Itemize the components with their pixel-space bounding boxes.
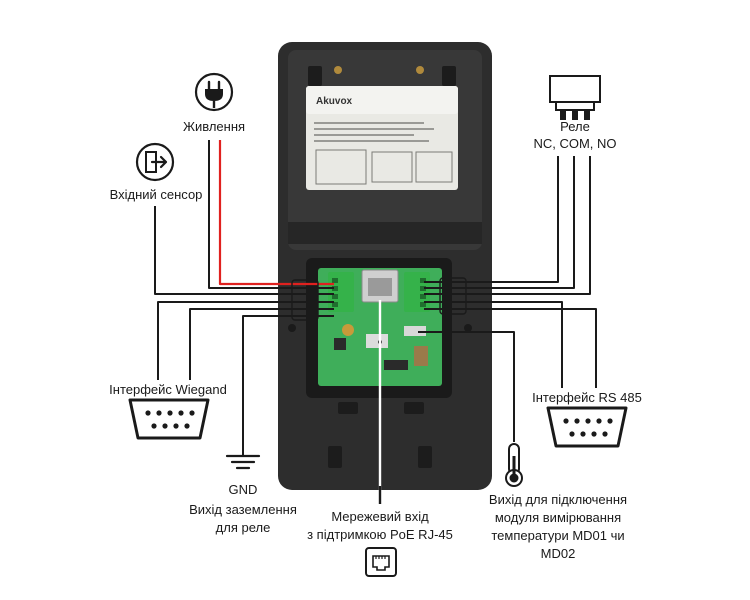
label-network-2: з підтримкою PoE RJ-45 <box>307 527 453 542</box>
wire-gnd <box>242 315 334 438</box>
label-input-sensor: Вхідний сенсор <box>109 187 203 202</box>
wire-rs485-2 <box>424 308 597 388</box>
label-temp-4: MD02 <box>540 546 576 561</box>
screw-right <box>416 66 424 74</box>
cable-clamps <box>291 277 467 321</box>
label-port-table-2 <box>415 151 453 183</box>
label-temp-2: модуля вимірювання <box>494 510 622 525</box>
label-temp-3: температури MD01 чи <box>491 528 625 543</box>
label-temp-1: Вихід для підключення <box>488 492 628 507</box>
wire-relay-com <box>424 156 575 289</box>
screw-hole-left <box>288 324 296 332</box>
wire-input-sensor <box>154 206 334 295</box>
terminal-block-left <box>328 272 354 312</box>
label-wiegand: Інтерфейс Wiegand <box>109 382 227 397</box>
label-port-table <box>371 151 413 183</box>
wire-power-red <box>218 140 334 286</box>
wire-rs485-1 <box>424 301 563 388</box>
thermometer-icon <box>505 443 523 487</box>
wiegand-db9-connector-icon <box>128 398 210 440</box>
label-relay-ground-2: для реле <box>215 520 271 535</box>
label-power: Живлення <box>182 119 246 134</box>
device-grip-band <box>288 222 482 244</box>
pcb-components <box>334 324 428 370</box>
ethernet-port-icon <box>365 547 397 577</box>
label-relay-title: Реле <box>560 119 590 134</box>
bottom-slot-right-2 <box>418 446 432 468</box>
label-fine-print <box>314 122 434 142</box>
intercom-device <box>278 42 492 490</box>
ground-symbol-icon <box>225 438 261 470</box>
label-header-band <box>306 86 458 114</box>
rs485-db9-connector-icon <box>546 406 628 448</box>
power-plug-icon <box>194 72 234 112</box>
label-diagram-box <box>315 149 367 185</box>
wire-wiegand-1 <box>157 301 334 380</box>
label-network-1: Мережевий вхід <box>331 509 429 524</box>
terminal-block-right <box>404 272 430 312</box>
relay-block-icon <box>549 75 601 120</box>
terminal-screws <box>332 278 426 307</box>
label-relay-pins: NC, COM, NO <box>533 136 617 151</box>
screw-hole-right <box>464 324 472 332</box>
screw-left <box>334 66 342 74</box>
wire-relay-no <box>424 156 591 295</box>
mount-slot-right <box>442 66 456 86</box>
label-relay-ground-1: Вихід заземлення <box>189 502 297 517</box>
label-gnd: GND <box>228 482 258 497</box>
wire-wiegand-2 <box>189 308 334 380</box>
bottom-slot-left-2 <box>328 446 342 468</box>
rj45-jack-opening <box>368 278 392 296</box>
bottom-slot-right <box>404 402 424 414</box>
device-brand: Akuvox <box>316 96 353 107</box>
exit-door-icon <box>135 142 175 182</box>
mount-slot-left <box>308 66 322 86</box>
bottom-slot-left <box>338 402 358 414</box>
label-rs485: Інтерфейс RS 485 <box>532 390 642 405</box>
wire-temperature <box>418 331 515 442</box>
wire-relay-nc <box>424 156 559 283</box>
